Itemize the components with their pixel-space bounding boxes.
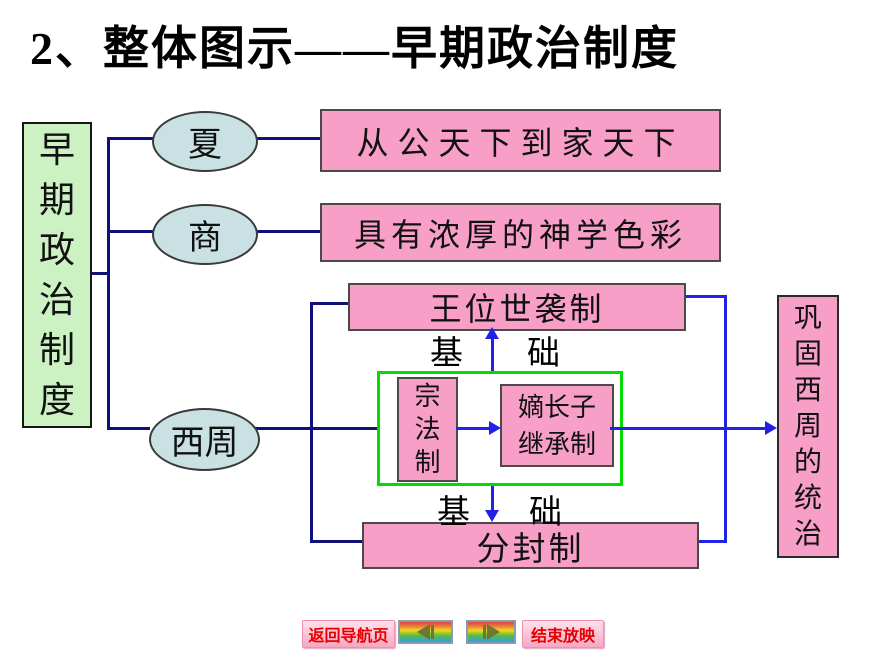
- arrow-zongfa-to-primogeniture-head: [489, 421, 501, 435]
- box-hereditary-system: 王位世袭制: [348, 283, 686, 331]
- branch-line-shang: [109, 230, 153, 233]
- node-shang-dynasty: 商: [152, 204, 258, 265]
- base-label-lower-right: 础: [529, 495, 562, 531]
- right-arrow-icon: [487, 624, 500, 640]
- box-outcome-consolidate-zhou: 巩固西周的统治: [777, 295, 839, 558]
- line-hereditary-right: [682, 295, 727, 298]
- base-label-lower-left: 基: [437, 495, 470, 531]
- box-primogeniture: 嫡长子 继承制: [500, 384, 614, 467]
- return-to-nav-page-button[interactable]: 返回导航页: [302, 620, 395, 648]
- line-to-hereditary: [310, 302, 348, 305]
- box-zongfa-system: 宗法制: [397, 377, 458, 482]
- previous-slide-button[interactable]: [398, 620, 453, 644]
- node-western-zhou-label: 西周: [170, 425, 239, 462]
- trunk-line: [107, 137, 110, 430]
- box-shang-feature: 具有浓厚的神学色彩: [320, 203, 721, 262]
- box-fengjian-system-label: 分封制: [476, 531, 585, 568]
- branch-line-xizhou: [109, 427, 150, 430]
- arrow-zongfa-to-primogeniture-line: [456, 427, 490, 430]
- node-western-zhou-dynasty: 西周: [149, 408, 260, 471]
- end-show-button[interactable]: 结束放映: [522, 620, 604, 648]
- box-zongfa-system-label: 宗法制: [414, 382, 441, 477]
- node-xia-label: 夏: [188, 127, 222, 164]
- box-outcome-label: 巩固西周的统治: [793, 302, 822, 550]
- end-show-label: 结束放映: [530, 628, 595, 645]
- return-to-nav-page-label: 返回导航页: [308, 628, 389, 645]
- node-xia-dynasty: 夏: [152, 111, 258, 172]
- branch-line-xia: [109, 137, 153, 140]
- arrow-down-to-fengjian-head: [485, 510, 499, 522]
- base-label-upper-right: 础: [527, 336, 560, 372]
- base-label-upper-left: 基: [430, 336, 463, 372]
- line-xia-to-feature: [253, 137, 320, 140]
- arrow-up-to-hereditary-line: [491, 338, 494, 371]
- line-to-fengjian: [310, 540, 362, 543]
- line-shang-to-feature: [253, 230, 320, 233]
- next-slide-button[interactable]: [466, 620, 516, 644]
- right-arrow-bar-icon: [483, 625, 486, 639]
- box-fengjian-system: 分封制: [362, 522, 699, 569]
- arrow-up-to-hereditary-head: [485, 327, 499, 339]
- box-hereditary-system-label: 王位世袭制: [429, 291, 605, 327]
- box-primogeniture-line2: 继承制: [517, 429, 596, 459]
- arrow-to-outcome-line: [610, 427, 766, 430]
- box-xia-feature: 从公天下到家天下: [320, 109, 721, 172]
- root-connector-line: [86, 272, 110, 275]
- box-primogeniture-line1: 嫡长子: [517, 392, 596, 422]
- left-branch-vertical-line: [310, 302, 313, 543]
- page-title: 2、整体图示——早期政治制度: [30, 23, 679, 74]
- line-fengjian-right: [695, 540, 727, 543]
- right-merge-vertical-line: [724, 295, 727, 543]
- left-arrow-bar-icon: [430, 625, 434, 639]
- root-node-early-political-system: 早期政治制度: [22, 122, 92, 428]
- arrow-to-outcome-head: [765, 421, 777, 435]
- node-shang-label: 商: [188, 220, 222, 257]
- left-arrow-icon: [416, 624, 430, 640]
- box-shang-feature-label: 具有浓厚的神学色彩: [353, 216, 687, 253]
- arrow-down-to-fengjian-line: [491, 486, 494, 511]
- line-xizhou-to-frame: [254, 427, 377, 430]
- box-xia-feature-label: 从公天下到家天下: [356, 124, 685, 161]
- root-node-label: 早期政治制度: [38, 130, 75, 420]
